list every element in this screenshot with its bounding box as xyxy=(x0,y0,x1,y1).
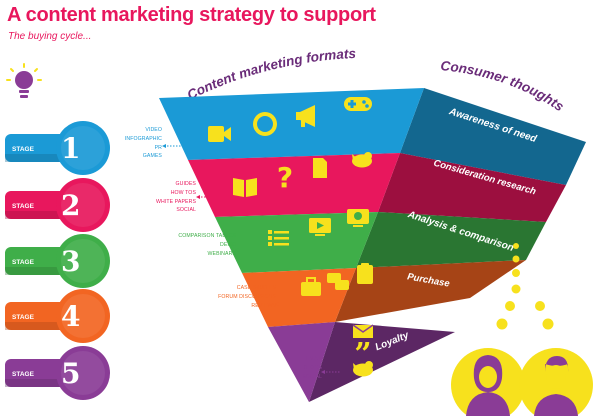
svg-text:?: ? xyxy=(277,161,293,194)
format-label: SOCIAL xyxy=(176,207,196,214)
percent-badge-icon xyxy=(253,112,277,136)
briefcase-icon xyxy=(301,277,321,296)
stage-word: STAGE xyxy=(12,259,35,266)
video-camera-icon xyxy=(208,126,231,142)
format-label: GAMES xyxy=(142,153,162,160)
page-title: A content marketing strategy to support xyxy=(7,4,376,26)
funnel-level-4: Purchase xyxy=(242,260,526,327)
funnel-level-2: Consideration research? xyxy=(188,152,566,222)
format-label: FORUM DISCUSSIONS xyxy=(218,293,276,300)
twitter-bird-icon xyxy=(352,152,372,168)
review-clipboard-icon xyxy=(357,263,373,284)
male-customer-avatar xyxy=(519,348,593,416)
stage-1: STAGE 1 xyxy=(5,121,110,175)
format-label-group: COMPARISON TABLES DEMO WEBINARS xyxy=(178,232,236,258)
connector-dot xyxy=(513,243,519,249)
stage-number: 4 xyxy=(61,300,80,333)
format-label: EMAIL xyxy=(305,356,322,362)
format-label-group: CASE STUDIES FORUM DISCUSSIONS REVIEWS xyxy=(218,284,276,310)
stage-word: STAGE xyxy=(12,371,35,378)
stage-2: STAGE 2 xyxy=(5,178,110,232)
open-book-icon xyxy=(233,178,257,197)
format-label: VIDEO xyxy=(145,127,162,133)
stage-3: STAGE 3 xyxy=(5,234,110,288)
format-label: WHITE PAPERS xyxy=(155,198,196,205)
checklist-icon xyxy=(268,230,289,246)
funnel-level-1: Awareness of need xyxy=(159,88,586,185)
format-label: WEBINARS xyxy=(207,250,236,257)
connector-dot xyxy=(496,318,508,330)
stage-5: STAGE 5 xyxy=(5,346,110,400)
format-label-group: GUIDES HOW TOS WHITE PAPERS SOCIAL xyxy=(156,180,196,215)
format-label: DEMO xyxy=(220,241,236,248)
connector-dot xyxy=(535,301,545,311)
format-label: INFOGRAPHIC xyxy=(124,135,162,142)
connector-dot xyxy=(512,255,520,263)
connector-dot xyxy=(512,269,520,277)
funnel-level-5: Loyalty” xyxy=(268,322,455,402)
format-label: HOW TOS xyxy=(170,189,196,196)
envelope-icon xyxy=(352,324,374,338)
format-label: BLOGS xyxy=(303,364,322,371)
format-arrowhead xyxy=(196,195,200,199)
play-screen-icon xyxy=(309,218,331,236)
connector-dot xyxy=(511,284,521,294)
stage-number: 5 xyxy=(61,357,80,390)
format-label: COMPARISON TABLES xyxy=(178,233,236,239)
dotted-connector xyxy=(496,243,554,330)
stage-word: STAGE xyxy=(12,146,35,153)
question-mark-icon: ? xyxy=(277,161,293,194)
stage-number: 3 xyxy=(61,245,80,278)
twitter-bird-icon xyxy=(353,361,373,377)
connector-dot xyxy=(505,301,515,311)
format-arrows xyxy=(162,144,340,374)
page-subtitle: The buying cycle... xyxy=(8,31,92,42)
format-label-group: VIDEO INFOGRAPHIC PR GAMES xyxy=(125,126,162,161)
female-customer-avatar xyxy=(451,348,525,416)
format-arrowhead xyxy=(162,144,166,148)
format-label: GUIDES xyxy=(175,181,196,187)
stage-number: 2 xyxy=(61,189,80,222)
monitor-chat-icon xyxy=(347,209,369,227)
stage-word: STAGE xyxy=(12,314,35,321)
format-label: SOCIAL xyxy=(302,373,322,380)
format-arrowhead xyxy=(321,370,325,374)
speech-bubbles-icon xyxy=(327,273,349,290)
format-label: PR xyxy=(154,144,162,151)
stage-word: STAGE xyxy=(12,203,35,210)
format-label-group: EMAIL BLOGS SOCIAL xyxy=(302,355,322,381)
lightbulb-icon xyxy=(6,63,42,98)
funnel-level-3: Analysis & comparison xyxy=(215,209,546,273)
stage-4: STAGE 4 xyxy=(5,289,110,343)
format-arrowhead xyxy=(275,302,279,306)
document-icon xyxy=(313,158,327,178)
gamepad-icon xyxy=(344,97,372,111)
megaphone-icon xyxy=(296,105,315,127)
format-arrowhead xyxy=(235,248,239,252)
format-label: CASE STUDIES xyxy=(236,285,276,291)
stage-number: 1 xyxy=(61,132,80,165)
format-label: REVIEWS xyxy=(251,302,276,309)
connector-dot xyxy=(542,318,554,330)
